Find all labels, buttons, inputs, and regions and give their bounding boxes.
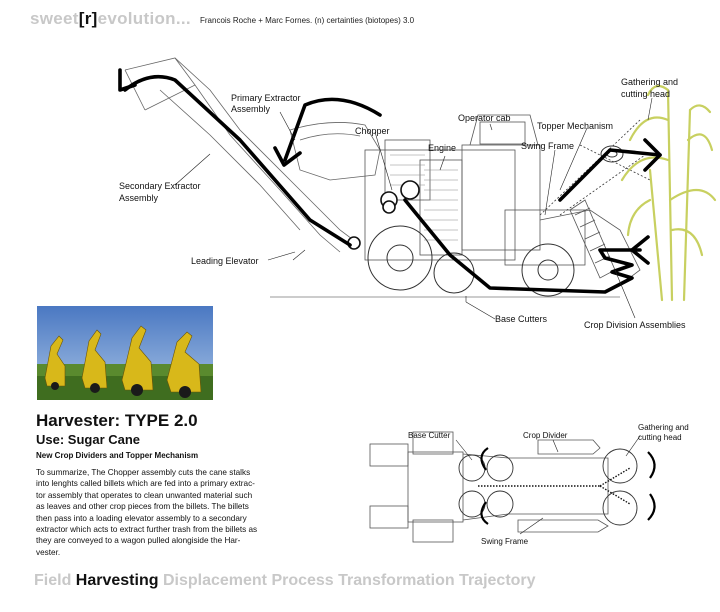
material-flow-path	[118, 68, 662, 294]
label-secondary-extractor-2: Assembly	[119, 193, 159, 203]
page-title: Harvester: TYPE 2.0	[36, 411, 198, 430]
use-line: Use: Sugar Cane	[36, 432, 141, 447]
plan-cane-dots	[478, 467, 631, 505]
summary-line: into lenghts called billets which are fe…	[36, 479, 255, 489]
label-primary-extractor-2: Assembly	[231, 104, 271, 114]
sugar-cane-plant	[620, 84, 717, 302]
plan-label-gathering-2: cutting head	[638, 433, 682, 442]
label-swing-frame: Swing Frame	[521, 141, 574, 151]
label-engine: Engine	[428, 143, 456, 153]
credit-line: Francois Roche + Marc Fornes. (n) certai…	[200, 16, 415, 25]
brand-post: evolution...	[97, 9, 191, 28]
summary-line: then pass into a loading elevator assemb…	[36, 513, 247, 523]
summary-line: vester.	[36, 547, 61, 557]
secondary-extractor-boom	[124, 57, 361, 253]
harvester-photo	[37, 306, 213, 400]
footer-word-field: Field	[34, 572, 72, 589]
summary-line: they are conveyed to a wagon pulled alon…	[36, 536, 241, 546]
brand-mid: [r]	[78, 9, 98, 28]
brand-title: sweet[r]evolution...	[30, 9, 191, 29]
summary-line: extractor which acts to extract further …	[36, 525, 258, 535]
subtitle: New Crop Dividers and Topper Mechanism	[36, 451, 199, 460]
plan-label-swing-frame: Swing Frame	[481, 537, 529, 546]
summary-line: To summarize, The Chopper assembly cuts …	[36, 468, 251, 477]
footer-word-rest: Displacement Process Transformation Traj…	[162, 572, 536, 589]
label-operator-cab: Operator cab	[458, 113, 511, 123]
harvester-plan-diagram: Base Cutter Crop Divider Gathering and c…	[369, 423, 689, 546]
brand-pre: sweet	[30, 9, 79, 28]
summary-line: as leaves and other crop pieces from the…	[36, 502, 249, 512]
label-primary-extractor: Primary Extractor	[231, 93, 301, 103]
label-crop-division: Crop Division Assemblies	[584, 320, 686, 330]
chopper-rollers	[347, 180, 420, 250]
front-wheel	[521, 243, 575, 297]
summary-paragraph: To summarize, The Chopper assembly cuts …	[36, 467, 314, 558]
label-base-cutters: Base Cutters	[495, 314, 548, 324]
label-gathering: Gathering and	[621, 77, 678, 87]
summary-line: tor assembly that operates to clean unwa…	[36, 490, 253, 500]
harvester-wheels	[367, 225, 575, 297]
footer-title: Field Harvesting Displacement Process Tr…	[34, 572, 536, 590]
label-topper: Topper Mechanism	[537, 121, 613, 131]
harvester-side-diagram: Primary Extractor Assembly Chopper Opera…	[118, 57, 717, 330]
leader-lines	[174, 97, 653, 320]
label-chopper: Chopper	[355, 126, 390, 136]
rear-wheel	[367, 225, 433, 291]
plan-label-crop-divider: Crop Divider	[523, 431, 568, 440]
footer-word-harvesting: Harvesting	[75, 572, 159, 589]
label-gathering-2: cutting head	[621, 89, 670, 99]
label-leading-elevator: Leading Elevator	[191, 256, 259, 266]
plan-chassis	[369, 431, 609, 543]
engine-grille	[390, 154, 458, 241]
label-secondary-extractor: Secondary Extractor	[119, 181, 201, 191]
plan-label-base-cutter: Base Cutter	[408, 431, 451, 440]
plan-rollers	[458, 448, 638, 526]
plan-label-gathering: Gathering and	[638, 423, 689, 432]
plan-leader-lines	[455, 435, 641, 535]
primary-extractor-hood	[289, 122, 381, 181]
plan-rotation-arrows	[480, 447, 656, 525]
harvester-chassis	[364, 114, 641, 286]
